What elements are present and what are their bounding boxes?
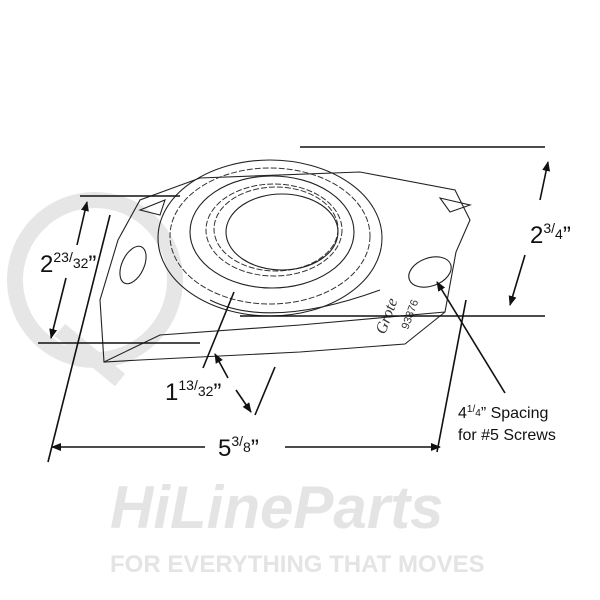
watermark-logo-tail [54,323,126,387]
note-line-1: 41/4” Spacing [458,404,548,422]
note-line-2: for #5 Screws [458,427,556,444]
base-plate-edge [103,311,446,363]
flange-outer [157,159,383,317]
dimension-flange-height: 113/32” [165,291,276,416]
watermark-tagline: FOR EVERYTHING THAT MOVES [110,551,485,578]
notch-right [438,197,472,213]
dimension-height-right: 23/4” [240,146,571,317]
screw-spacing-note: 41/4” Spacing for #5 Screws [436,281,556,444]
thread-mid [213,186,339,272]
watermark-brand: HiLineParts [110,474,443,541]
mounting-hole-left [119,245,147,285]
bore [225,193,339,271]
dimension-height-left: 223/32” [38,195,200,344]
thread-outer [205,183,343,277]
mounting-hole-right [408,256,452,288]
flange-ring [169,167,371,305]
dimension-label-height-left: 223/32” [40,249,96,278]
dimension-label-width: 53/8” [218,433,259,462]
watermark-logo-ring [7,192,183,368]
dimension-width: 53/8” [47,214,467,463]
notch-left [138,199,166,216]
flange-base [209,289,381,314]
base-plate [99,171,471,363]
dimension-label-flange-height: 113/32” [165,377,221,406]
flange-inner [189,175,355,289]
watermark: HiLineParts FOR EVERYTHING THAT MOVES [7,192,485,578]
dimension-label-height-right: 23/4” [530,220,571,249]
